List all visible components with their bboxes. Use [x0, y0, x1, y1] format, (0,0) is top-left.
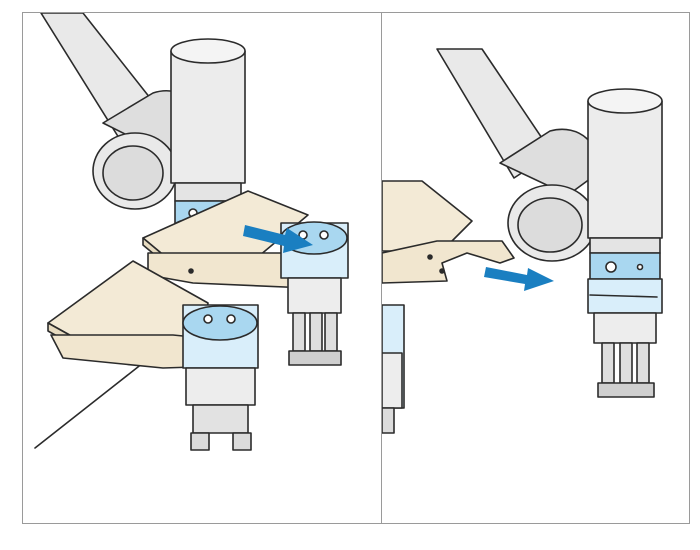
table-edge-line [34, 362, 144, 449]
panel-left [22, 12, 382, 524]
plate-partial [382, 180, 473, 252]
suction-tube-3 [324, 312, 338, 352]
lower-gripper-base [192, 404, 249, 434]
arrow-right-icon [243, 225, 313, 253]
panel-right-drawing [382, 48, 663, 434]
suction-cup-icon [288, 350, 342, 366]
panel-left-drawing [34, 13, 349, 451]
suction-tube-2 [619, 342, 633, 384]
robot-arm-wrist [170, 50, 246, 184]
suction-cup-icon [597, 382, 655, 398]
gripper-bolt-icon [226, 314, 236, 324]
suction-tube-1 [601, 342, 615, 384]
finger-screw-icon [439, 268, 445, 274]
robot-arm-wrist [587, 100, 663, 239]
tool-changer-slot [589, 294, 658, 298]
open-gripper-fingers [382, 240, 515, 284]
suction-tube-1 [292, 312, 306, 352]
suction-tube-2 [309, 312, 323, 352]
coupling-bolt-icon [605, 261, 617, 273]
robot-arm-joint-face [517, 197, 583, 253]
finger-screw-icon [427, 254, 433, 260]
upper-gripper-body [287, 277, 342, 314]
suction-gripper-body [593, 312, 657, 344]
panel-right [381, 12, 690, 524]
jaw-left [190, 432, 210, 451]
robot-arm-flange [589, 237, 661, 254]
partial-gripper-body [382, 352, 403, 409]
coupling-pin-icon [636, 263, 644, 271]
gripper-bolt-icon [319, 230, 329, 240]
robot-arm-wrist-top [170, 38, 246, 64]
gripper-bolt-icon [203, 314, 213, 324]
lower-gripper-body [185, 367, 256, 406]
robot-arm-wrist-top [587, 88, 663, 114]
arrow-right-icon [484, 267, 554, 291]
partial-gripper-jaw [382, 407, 395, 434]
tool-changer-coupling [589, 252, 661, 280]
finger-screw-icon [188, 268, 194, 274]
jaw-right [232, 432, 252, 451]
robot-arm-joint-face [102, 145, 164, 201]
suction-tube-3 [636, 342, 650, 384]
lower-gripper-head-top [182, 305, 258, 341]
